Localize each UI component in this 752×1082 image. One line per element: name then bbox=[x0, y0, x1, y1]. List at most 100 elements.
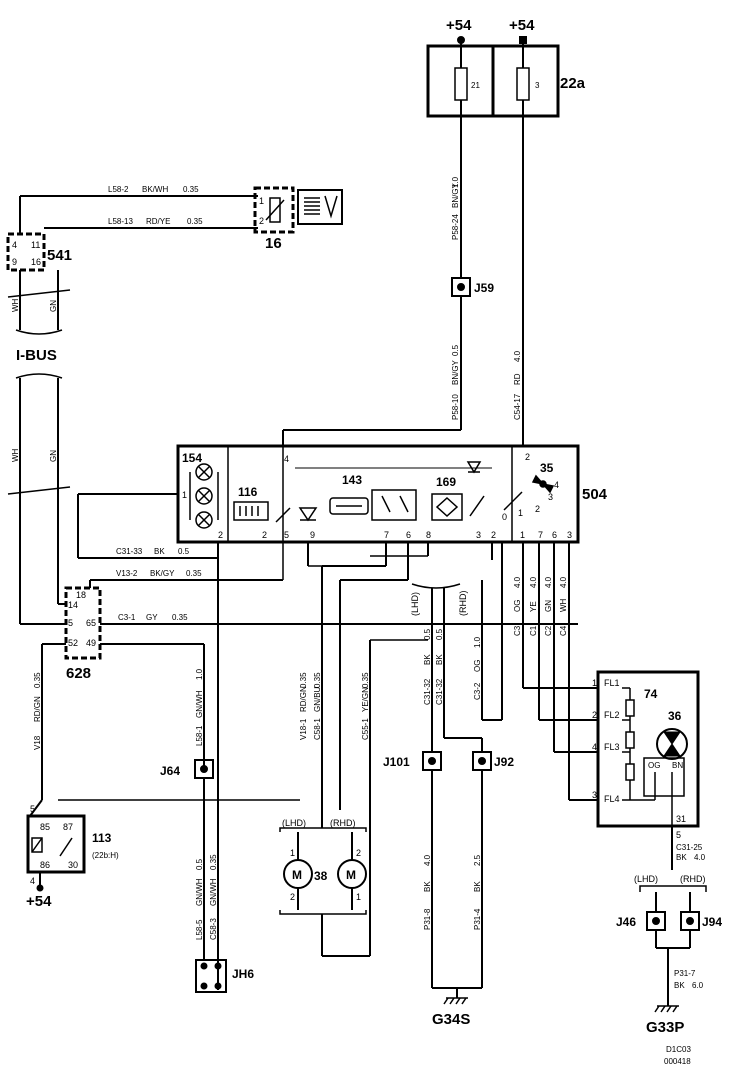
wire-0-5: 0.5 bbox=[451, 344, 460, 356]
wire-c31-32-b: C31-32 bbox=[435, 678, 444, 705]
wire-gy: GY bbox=[146, 613, 158, 622]
connector-j64: J64 bbox=[160, 764, 180, 778]
pin-38-lhd-2: 2 bbox=[290, 892, 295, 902]
wire-c3-2: C3-2 bbox=[473, 682, 482, 700]
wire-bkgy: BK/GY bbox=[150, 569, 175, 578]
wire-0-35-c: 0.35 bbox=[186, 569, 202, 578]
wire-4-0-c: 4.0 bbox=[544, 576, 553, 588]
connector-j59: J59 bbox=[474, 281, 494, 295]
pin-504-0: 0 bbox=[502, 512, 507, 522]
connector-j92: J92 bbox=[494, 755, 514, 769]
pin-541-16: 16 bbox=[31, 257, 41, 267]
wire-wh: WH bbox=[11, 298, 20, 312]
component-628: 628 bbox=[66, 665, 91, 682]
wire-bk-6: BK bbox=[676, 853, 687, 862]
pin-504-6: 6 bbox=[406, 530, 411, 540]
sensor-diamond-icon bbox=[435, 496, 459, 518]
pin-74-2: 2 bbox=[592, 710, 597, 720]
wire-0-35-a: 0.35 bbox=[183, 185, 199, 194]
wire-og-2: OG bbox=[473, 660, 482, 672]
pin-fl4: FL4 bbox=[604, 794, 620, 804]
wire-c2: C2 bbox=[544, 625, 553, 636]
wire-0-35-i: 0.35 bbox=[209, 854, 218, 870]
component-504: 504 bbox=[582, 486, 608, 503]
supply-plus54-right: +54 bbox=[509, 17, 535, 34]
pin-628-5: 5 bbox=[68, 618, 73, 628]
component-154: 154 bbox=[182, 451, 202, 465]
sensor-icon bbox=[304, 195, 338, 219]
wire-4-0-d: 4.0 bbox=[559, 576, 568, 588]
pin-541-9: 9 bbox=[12, 257, 17, 267]
component-113-sub: (22b:H) bbox=[92, 851, 119, 860]
pin-113-30: 30 bbox=[68, 860, 78, 870]
pin-og: OG bbox=[648, 761, 660, 770]
wire-bkwh: BK/WH bbox=[142, 185, 168, 194]
pin-113-5: 5 bbox=[30, 804, 35, 814]
wire-ye: YE bbox=[529, 601, 538, 612]
wire-l58-5: L58-5 bbox=[195, 919, 204, 940]
wire-l58-1: L58-1 bbox=[195, 725, 204, 746]
variant-rhd-motor: (RHD) bbox=[330, 818, 356, 828]
pin-74-31: 31 bbox=[676, 814, 686, 824]
variant-rhd-j94: (RHD) bbox=[680, 874, 706, 884]
wire-c3: C3 bbox=[513, 625, 522, 636]
wire-wh-3: WH bbox=[559, 598, 568, 612]
wire-v18-1: V18-1 bbox=[299, 718, 308, 740]
wire-c31-25: C31-25 bbox=[676, 843, 703, 852]
pin-504-2b: 2 bbox=[262, 530, 267, 540]
wire-rd: RD bbox=[513, 373, 522, 385]
variant-rhd-ground: (RHD) bbox=[458, 591, 468, 617]
pin-fl2: FL2 bbox=[604, 710, 620, 720]
pin-504-9: 9 bbox=[310, 530, 315, 540]
wire-bk-5: BK bbox=[473, 881, 482, 892]
component-35: 35 bbox=[540, 461, 554, 475]
fuse-number-3: 3 bbox=[535, 81, 540, 90]
fuse-box-22a bbox=[426, 36, 560, 118]
pin-504-2d: 2 bbox=[525, 452, 530, 462]
wire-gnbu: GN/BU bbox=[313, 686, 322, 712]
pin-504-3: 3 bbox=[476, 530, 481, 540]
pin-504-8: 8 bbox=[426, 530, 431, 540]
wire-rdgn-2: RD/GN bbox=[299, 686, 308, 712]
wire-l58-13: L58-13 bbox=[108, 217, 133, 226]
wire-rdye: RD/YE bbox=[146, 217, 170, 226]
variant-lhd-ground: (LHD) bbox=[410, 592, 420, 616]
footer-code-2: 000418 bbox=[664, 1057, 691, 1066]
ground-g33p-icon bbox=[654, 1005, 679, 1013]
ground-g33p: G33P bbox=[646, 1019, 684, 1036]
supply-plus54-left: +54 bbox=[446, 17, 472, 34]
wire-gnwh-2: GN/WH bbox=[195, 878, 204, 906]
wire-rdgn: RD/GN bbox=[33, 696, 42, 722]
component-116: 116 bbox=[238, 485, 258, 499]
bus-label: I-BUS bbox=[16, 347, 57, 364]
wire-c58-3: C58-3 bbox=[209, 918, 218, 940]
wire-p58-24: P58-24 bbox=[451, 214, 460, 240]
wire-1-0: 1.0 bbox=[451, 176, 460, 188]
wire-6-0: 6.0 bbox=[692, 981, 704, 990]
wire-c1: C1 bbox=[529, 625, 538, 636]
wire-0-5-c: 0.5 bbox=[423, 628, 432, 640]
wire-2-5: 2.5 bbox=[473, 854, 482, 866]
wire-bk-3: BK bbox=[435, 654, 444, 665]
wire-0-35-e: 0.35 bbox=[33, 672, 42, 688]
fuse-number-21: 21 bbox=[471, 81, 480, 90]
pin-504-3b: 3 bbox=[567, 530, 572, 540]
pin-541-11: 11 bbox=[31, 240, 40, 250]
wire-0-35-d: 0.35 bbox=[172, 613, 188, 622]
heater-icon bbox=[329, 497, 369, 515]
pin-113-86: 86 bbox=[40, 860, 50, 870]
supply-plus54-relay: +54 bbox=[26, 893, 52, 910]
wire-bk: BK bbox=[154, 547, 165, 556]
component-143: 143 bbox=[342, 473, 362, 487]
pin-38-rhd-1: 1 bbox=[356, 892, 361, 902]
wire-1-0-c: 1.0 bbox=[473, 636, 482, 648]
wire-p31-7: P31-7 bbox=[674, 969, 696, 978]
fan-motor-icon bbox=[656, 728, 688, 760]
component-541: 541 bbox=[47, 247, 72, 264]
wire-l58-2: L58-2 bbox=[108, 185, 129, 194]
wire-yegn: YE/GN bbox=[361, 687, 370, 712]
pin-541-4: 4 bbox=[12, 240, 17, 250]
variant-lhd-j46: (LHD) bbox=[634, 874, 658, 884]
connector-jh6: JH6 bbox=[232, 967, 254, 981]
component-74: 74 bbox=[644, 687, 658, 701]
